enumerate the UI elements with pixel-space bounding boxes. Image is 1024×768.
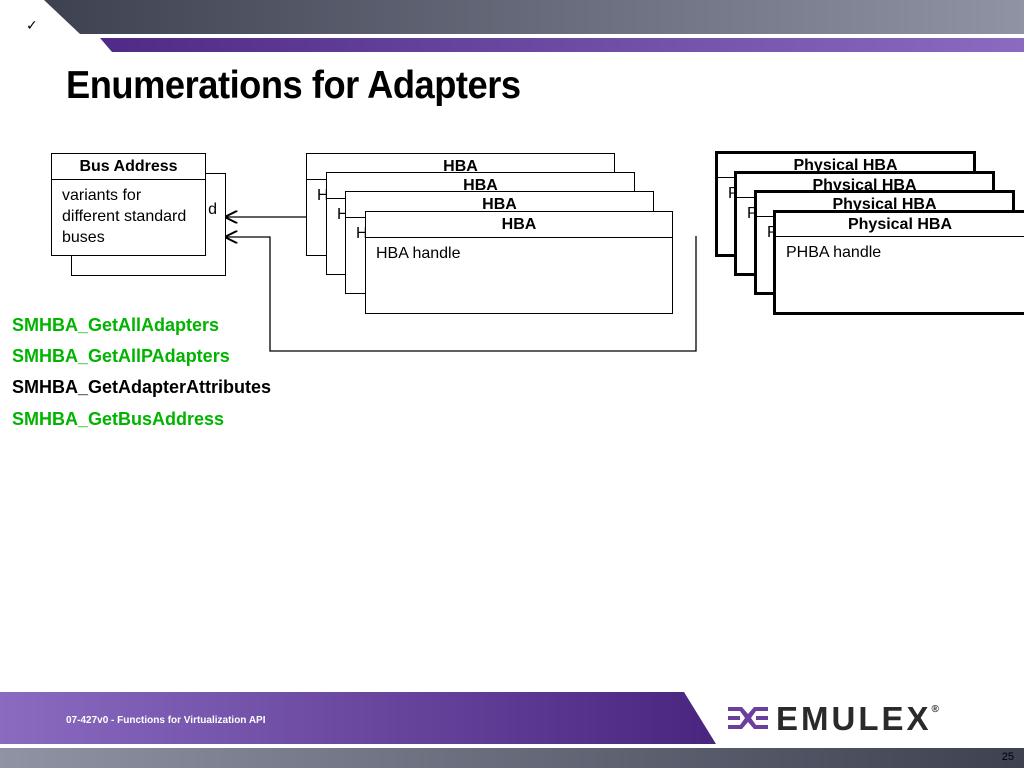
bus-address-header: Bus Address [52,154,205,180]
slide-title: Enumerations for Adapters [66,64,521,107]
function-get-adapter-attributes: SMHBA_GetAdapterAttributes [12,377,272,397]
hba-box-4: HBA HBA handle [365,211,673,314]
bus-address-back-fragment-1: d [208,201,217,218]
hba-header-4: HBA [366,212,672,238]
page-number: 25 [1001,751,1014,763]
bus-address-box: Bus Address variants for different stand… [51,153,206,256]
header-band [44,0,1024,52]
hba-peek-3: H [356,225,368,242]
function-get-bus-address: SMHBA_GetBusAddress [12,409,225,429]
physical-hba-peek-3: P [757,217,1012,248]
function-get-all-adapters: SMHBA_GetAllAdapters [12,315,220,335]
physical-hba-peek-2: P [747,205,758,222]
check-mark-icon: ✓ [26,17,38,33]
physical-hba-box-4: Physical HBA PHBA handle [773,210,1024,315]
function-get-all-p-adapters: SMHBA_GetAllPAdapters [12,346,230,366]
hba-peek-1: H [317,187,329,204]
phba-handle-label: PHBA handle [786,244,882,261]
footer-band [0,692,1024,768]
hba-handle-label: HBA handle [376,245,461,262]
physical-hba-header-4: Physical HBA [776,213,1024,237]
emulex-logo-text: EMULEX® [776,700,939,737]
physical-hba-peek-1: P [718,178,973,209]
bus-address-body: variants for different standard buses [62,187,187,246]
footer-text: 07-427v0 - Functions for Virtualization … [66,715,266,726]
emulex-logo-icon [728,707,768,729]
hba-peek-2: H [337,206,349,223]
